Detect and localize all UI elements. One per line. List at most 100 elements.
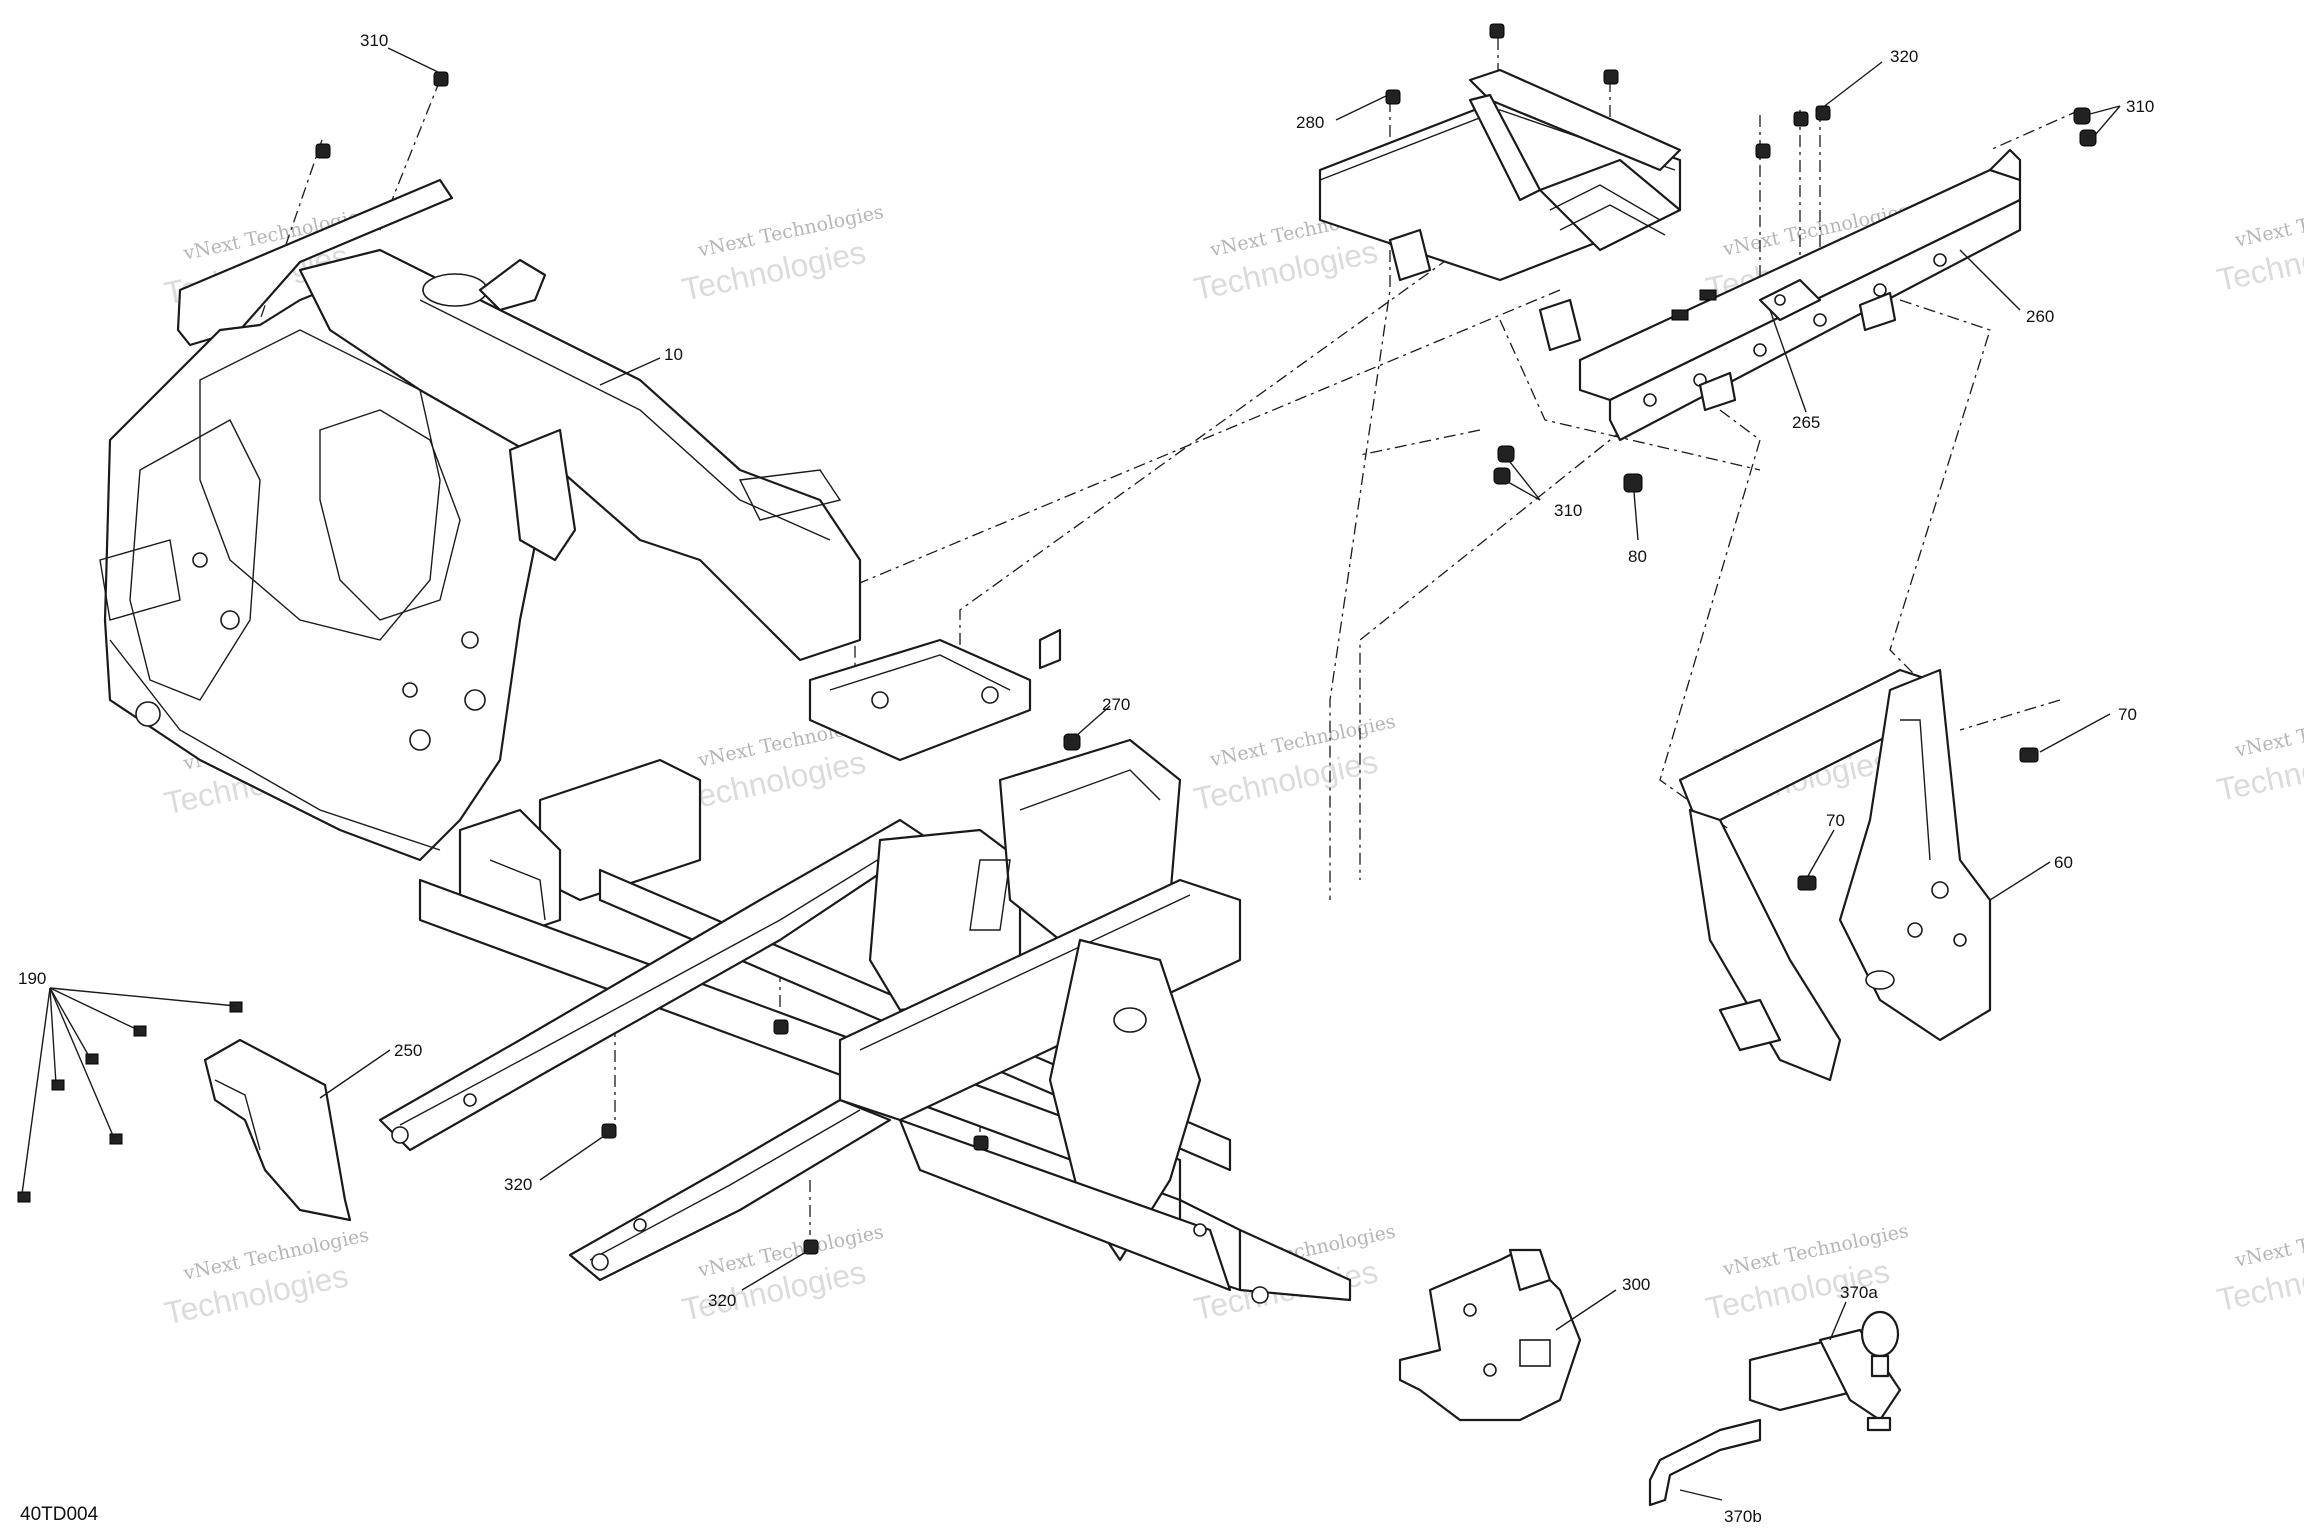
fastener bbox=[1489, 23, 1505, 39]
hitch-receiver-ear bbox=[1508, 1248, 1552, 1292]
fastener bbox=[1603, 69, 1619, 85]
fastener bbox=[1797, 875, 1817, 891]
callout-310: 310 bbox=[2126, 97, 2154, 116]
leader-line bbox=[1989, 861, 2051, 901]
hitch-ball-mount bbox=[1648, 1310, 1902, 1507]
mount-hole bbox=[464, 689, 486, 711]
callout-190: 190 bbox=[18, 969, 46, 988]
beam-hole bbox=[1933, 253, 1947, 267]
fastener bbox=[1671, 309, 1689, 321]
leader-line bbox=[1555, 1289, 1617, 1331]
leader-line bbox=[539, 1135, 605, 1181]
central-spine bbox=[298, 248, 862, 662]
fastener bbox=[601, 1123, 617, 1139]
watermark-line1: vNext Technologies bbox=[2232, 191, 2304, 252]
leader-line bbox=[741, 1251, 807, 1291]
callout-280: 280 bbox=[1296, 113, 1324, 132]
subframe-floor-rib bbox=[1549, 184, 1661, 221]
front-structure bbox=[103, 266, 542, 862]
fastener bbox=[1815, 105, 1831, 121]
fastener bbox=[1793, 111, 1809, 127]
rail-hole bbox=[633, 1218, 647, 1232]
fastener bbox=[1755, 143, 1771, 159]
rear-gusset-edge bbox=[1019, 769, 1161, 811]
watermark: vNext Technologies Technologies bbox=[161, 1224, 371, 1331]
leader-line bbox=[49, 987, 115, 1139]
spine-ridge bbox=[419, 299, 831, 541]
rear-subframe bbox=[1318, 68, 2022, 442]
watermark: vNext Technologies Technologies bbox=[2214, 191, 2304, 298]
rail-hole bbox=[591, 1253, 609, 1271]
bracket-hole bbox=[1865, 970, 1895, 990]
front-upper-bracket bbox=[176, 178, 454, 347]
callout-labels: 310 10 280 320 310 260 265 310 80 270 70… bbox=[18, 31, 2154, 1526]
leader-line bbox=[1959, 249, 2021, 311]
filler-neck-opening bbox=[422, 273, 488, 307]
leader-line bbox=[1507, 481, 1541, 501]
side-bracket-arm bbox=[1688, 808, 1842, 1082]
spine-side-plate bbox=[508, 428, 577, 562]
leader-line bbox=[1075, 705, 1111, 737]
hitch-receiver-body bbox=[1398, 1248, 1582, 1422]
fastener bbox=[2073, 107, 2091, 125]
leader-line bbox=[49, 987, 91, 1059]
diagram-code: 40TD004 bbox=[20, 1504, 99, 1525]
callout-320: 320 bbox=[708, 1291, 736, 1310]
skid-plate bbox=[203, 1038, 352, 1222]
bracket-265 bbox=[1758, 278, 1822, 322]
watermark: vNext Technologies Technologies bbox=[679, 201, 886, 308]
neck-bracket bbox=[478, 258, 547, 312]
leader-line bbox=[1509, 461, 1541, 501]
beam-hole bbox=[1643, 393, 1657, 407]
leader-line bbox=[1769, 309, 1807, 413]
leader-line bbox=[387, 47, 439, 73]
fastener bbox=[1063, 733, 1081, 751]
leader-line bbox=[1633, 491, 1639, 541]
left-lower-rail-edge bbox=[589, 1109, 861, 1261]
assembly-line bbox=[1659, 409, 1761, 831]
fastener bbox=[1493, 467, 1511, 485]
hitch-ball bbox=[1860, 1310, 1900, 1358]
skid-plate-edge bbox=[214, 1079, 261, 1151]
fastener bbox=[2079, 129, 2097, 147]
fastener bbox=[1385, 89, 1401, 105]
mount-hole bbox=[220, 610, 240, 630]
rail-hole bbox=[391, 1126, 409, 1144]
main-frame bbox=[99, 178, 1352, 1304]
receiver-hole bbox=[1483, 1363, 1497, 1377]
beam-receiver bbox=[1698, 371, 1737, 412]
assembly-line bbox=[854, 289, 1561, 700]
fastener bbox=[803, 1239, 819, 1255]
callout-370b: 370b bbox=[1724, 1507, 1762, 1526]
leader-line bbox=[2095, 105, 2121, 135]
fastener bbox=[109, 1133, 123, 1145]
ball-mount-plate bbox=[1818, 1328, 1902, 1422]
bracket-hole bbox=[1907, 922, 1923, 938]
subframe-floor-rib bbox=[1559, 204, 1666, 236]
mount-hole bbox=[461, 631, 479, 649]
callout-320: 320 bbox=[504, 1175, 532, 1194]
fastener bbox=[1699, 289, 1717, 301]
mount-hole bbox=[871, 691, 889, 709]
rear-cross-tube bbox=[838, 878, 1242, 1122]
assembly-line bbox=[1959, 699, 2061, 731]
spine-handle bbox=[738, 469, 842, 521]
bracket-hole bbox=[1953, 933, 1967, 947]
side-bracket bbox=[1678, 668, 1992, 1082]
rail-hole bbox=[463, 1093, 477, 1107]
leader-line bbox=[2039, 713, 2111, 753]
callout-320: 320 bbox=[1890, 47, 1918, 66]
callout-260: 260 bbox=[2026, 307, 2054, 326]
fastener bbox=[133, 1025, 147, 1037]
fastener bbox=[315, 143, 331, 159]
leader-line bbox=[2089, 105, 2121, 115]
leader-lines bbox=[21, 47, 2121, 1501]
leader-line bbox=[49, 987, 57, 1085]
leader-line bbox=[599, 357, 661, 386]
fastener bbox=[17, 1191, 31, 1203]
callout-270: 270 bbox=[1102, 695, 1130, 714]
fastener bbox=[973, 1135, 989, 1151]
leader-line bbox=[1335, 95, 1387, 121]
hitch-ball-nut bbox=[1866, 1416, 1892, 1432]
